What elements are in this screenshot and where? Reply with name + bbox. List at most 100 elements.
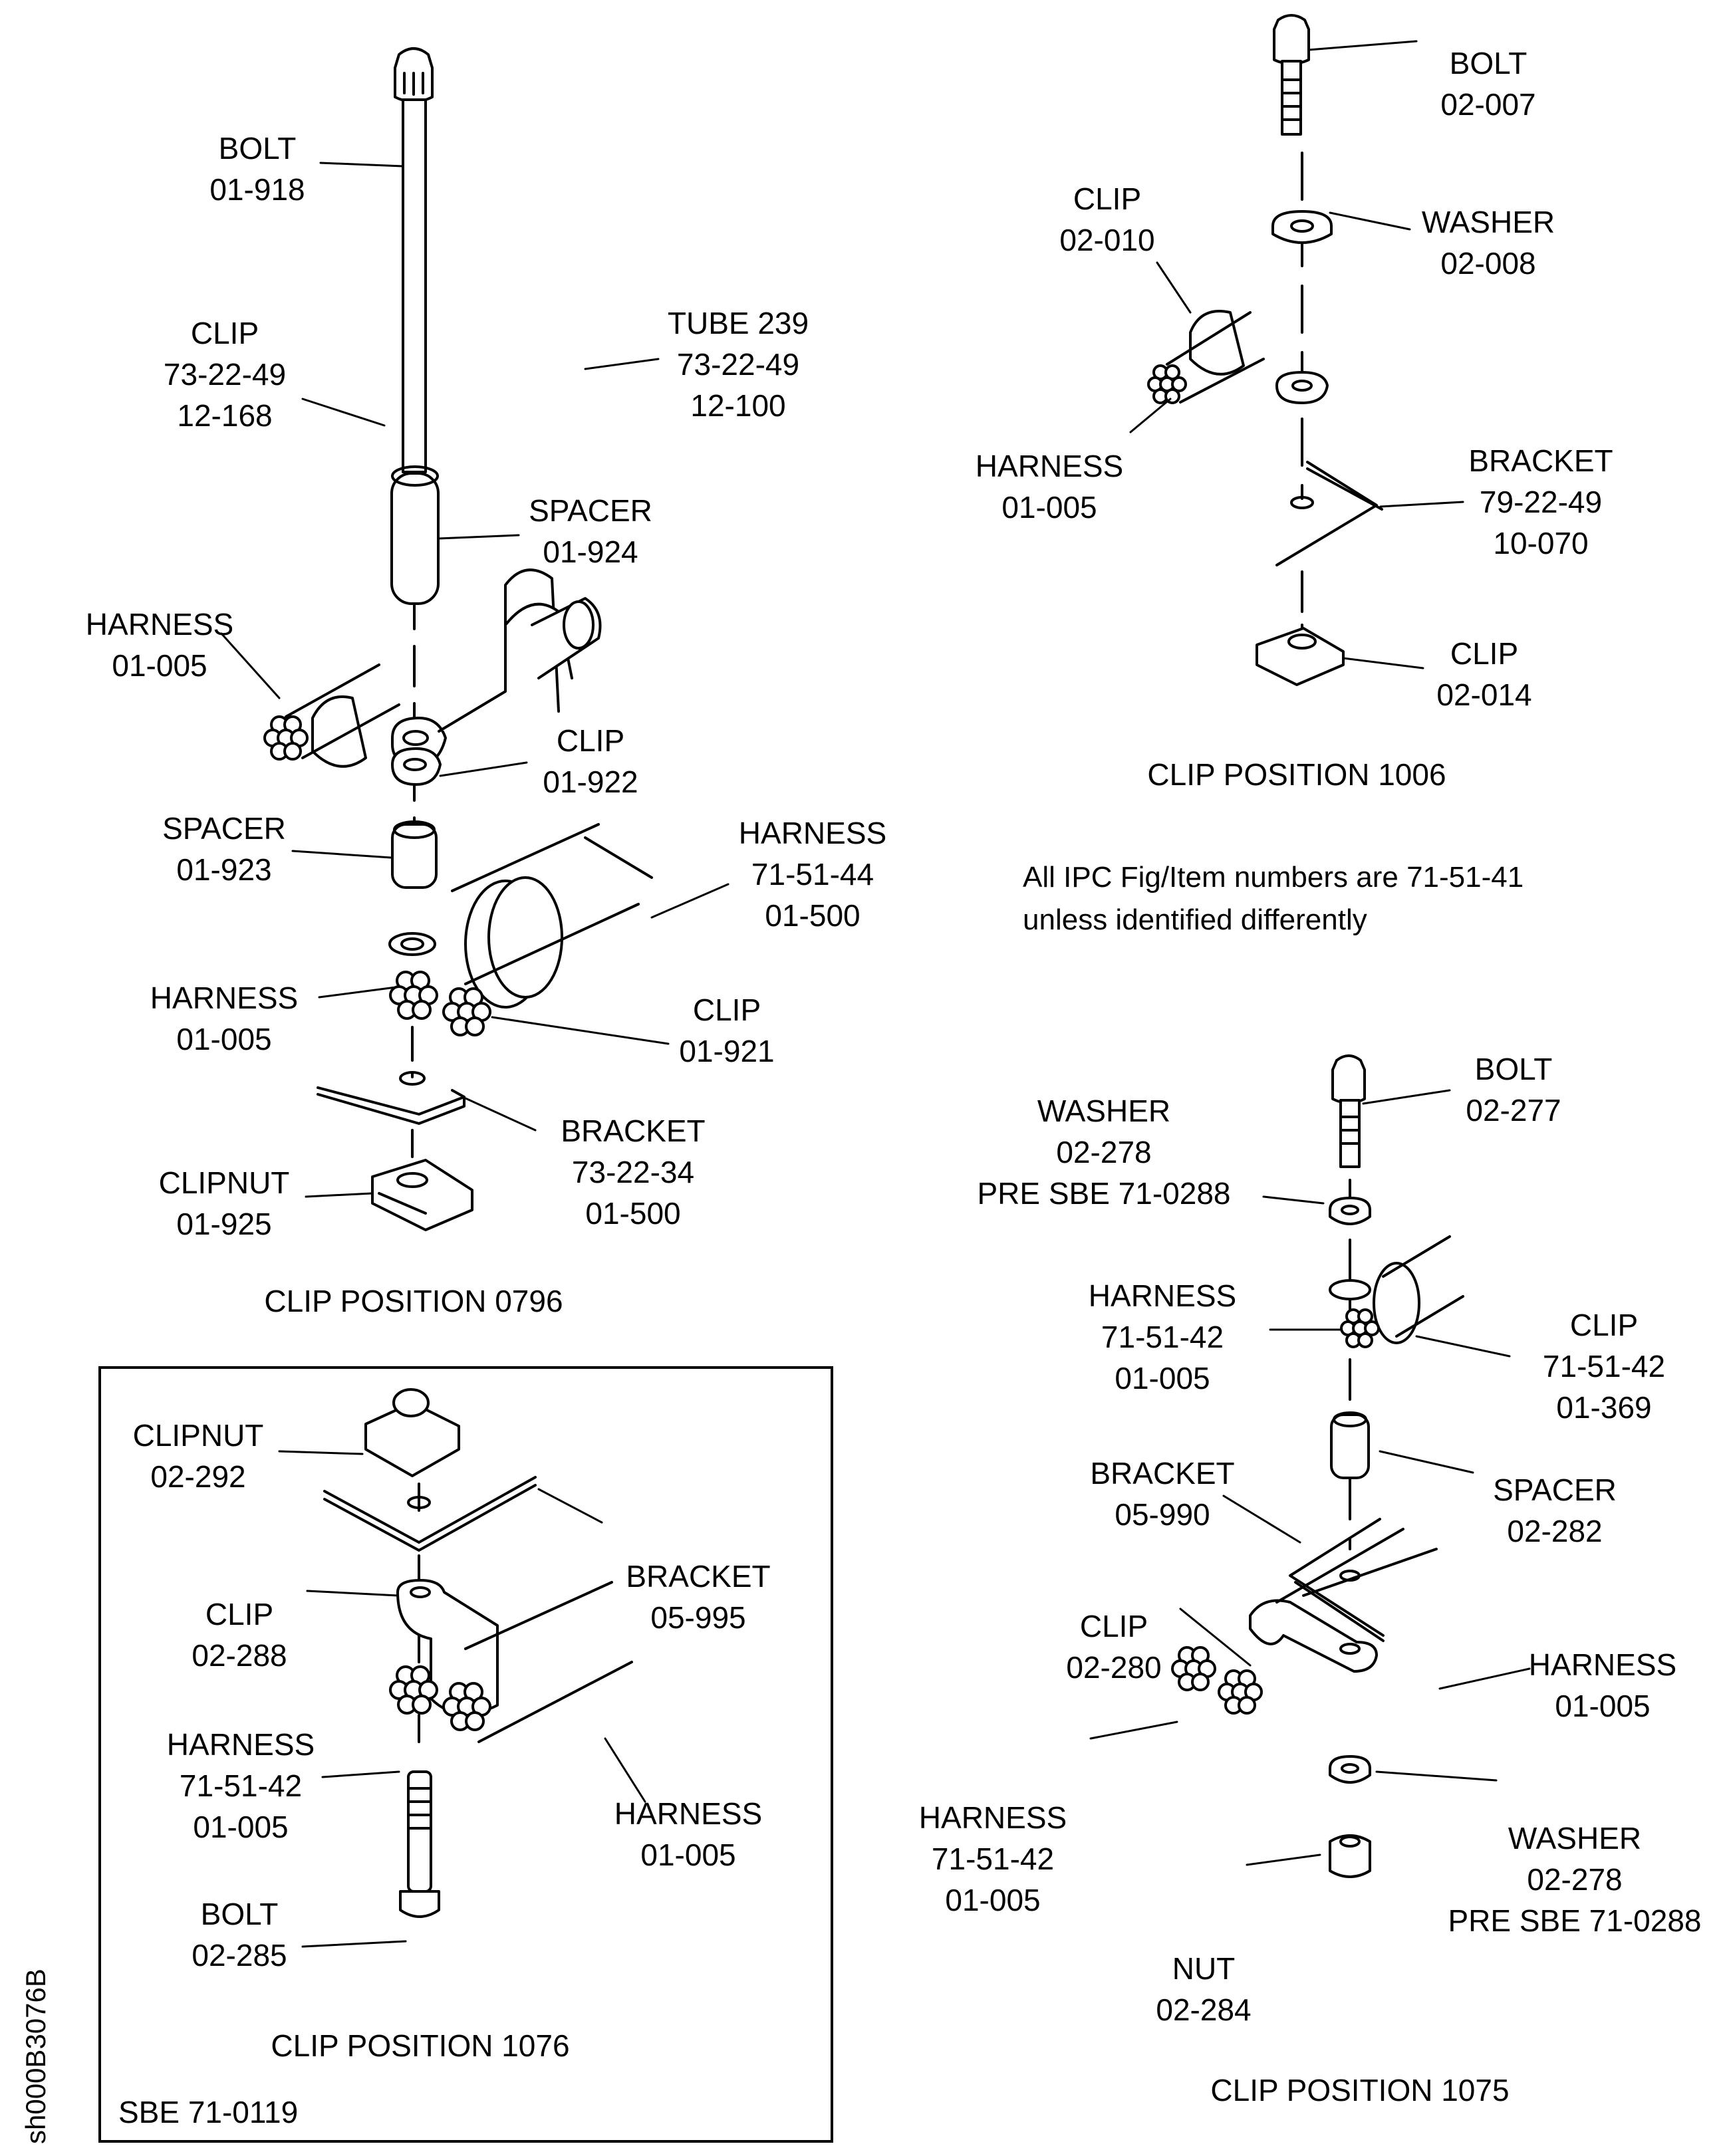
part-ref: 01-500: [585, 1196, 681, 1231]
part-name: BRACKET: [561, 1114, 706, 1148]
bolt-02-007-drawing: [1273, 14, 1310, 136]
nut-02-284-drawing: [1329, 1834, 1371, 1878]
part-name: HARNESS: [738, 816, 887, 850]
bolt-02-277-drawing: [1331, 1054, 1366, 1168]
part-label-clip-01-369: CLIP 71-51-42 01-369: [1543, 1304, 1665, 1428]
part-label-clipnut-02-292: CLIPNUT 02-292: [133, 1415, 264, 1497]
part-name: CLIP: [1450, 636, 1519, 671]
part-label-bolt-02-007: BOLT 02-007: [1440, 43, 1535, 125]
part-ref: 02-014: [1436, 677, 1532, 712]
part-ref: 01-918: [209, 172, 305, 207]
part-name: WASHER: [1037, 1094, 1171, 1128]
part-name: HARNESS: [975, 449, 1124, 483]
part-ref: 71-51-42: [931, 1842, 1055, 1876]
part-ref: PRE SBE 71-0288: [1448, 1903, 1702, 1938]
assembly-0796: [263, 47, 653, 1231]
bracket-79-22-49-drawing: [1275, 461, 1383, 566]
part-ref: 12-168: [177, 398, 273, 433]
part-ref: 01-005: [1115, 1361, 1210, 1395]
caption-clip-position-1076: CLIP POSITION 1076: [271, 2028, 570, 2063]
part-name: SPACER: [162, 811, 286, 846]
clip-02-010-drawing: [1147, 310, 1329, 404]
part-ref: 05-990: [1115, 1497, 1210, 1532]
caption-clip-position-1006: CLIP POSITION 1006: [1147, 757, 1446, 792]
bolt-01-918-drawing: [394, 47, 434, 520]
part-name: BRACKET: [1090, 1456, 1235, 1491]
part-name: CLIP: [692, 993, 761, 1027]
part-ref: 02-007: [1440, 87, 1536, 122]
part-label-harness-71-51-44: HARNESS 71-51-44 01-500: [739, 812, 886, 936]
part-label-clip-01-921: CLIP 01-921: [679, 989, 774, 1072]
part-ref: 01-005: [1001, 490, 1097, 525]
part-ref: 73-22-34: [571, 1155, 695, 1189]
clipnut-01-925-drawing: [371, 1159, 473, 1231]
part-name: BRACKET: [1468, 443, 1613, 478]
part-label-nut-02-284: NUT 02-284: [1156, 1948, 1251, 2030]
leader-lines-1076: [278, 1450, 646, 1948]
part-ref: 02-292: [150, 1459, 246, 1494]
part-name: CLIPNUT: [132, 1418, 264, 1453]
bracket-73-22-34-drawing: [317, 1071, 465, 1125]
part-ref: 05-995: [650, 1600, 746, 1635]
part-ref: 02-008: [1440, 246, 1536, 281]
spacer-01-923-drawing: [391, 820, 438, 889]
part-ref: 71-51-42: [1542, 1349, 1666, 1383]
part-label-washer-02-278-upper: WASHER 02-278 PRE SBE 71-0288: [977, 1090, 1230, 1214]
part-label-harness-01-005-1076: HARNESS 01-005: [614, 1793, 762, 1875]
part-ref: 12-100: [690, 388, 786, 423]
part-name: HARNESS: [1088, 1278, 1237, 1313]
part-ref: 71-51-44: [751, 857, 874, 892]
part-name: TUBE 239: [667, 306, 809, 340]
clip-01-921-drawing: [388, 823, 653, 1036]
part-label-harness-71-51-42-upper: HARNESS 71-51-42 01-005: [1089, 1275, 1236, 1399]
part-label-bracket-73-22-34: BRACKET 73-22-34 01-500: [561, 1110, 705, 1234]
part-name: BRACKET: [626, 1559, 771, 1594]
part-label-harness-71-51-42-lower: HARNESS 71-51-42 01-005: [919, 1797, 1067, 1921]
part-ref: 01-924: [543, 535, 638, 569]
part-label-spacer-01-923: SPACER 01-923: [162, 808, 286, 890]
part-ref: 01-005: [193, 1810, 289, 1844]
part-name: CLIP: [1073, 181, 1142, 216]
part-label-harness-01-005-1075: HARNESS 01-005: [1529, 1644, 1676, 1727]
leader-lines-0796: [220, 162, 730, 1198]
assembly-1076: [323, 1388, 633, 1918]
part-name: HARNESS: [918, 1800, 1067, 1835]
part-label-clip-02-280: CLIP 02-280: [1066, 1606, 1161, 1688]
part-ref: 02-284: [1156, 1992, 1252, 2027]
part-label-clip-02-014: CLIP 02-014: [1436, 633, 1531, 715]
part-label-harness-01-005: HARNESS 01-005: [86, 604, 233, 686]
part-label-bracket-79-22-49: BRACKET 79-22-49 10-070: [1468, 440, 1613, 564]
part-name: BOLT: [218, 131, 297, 166]
part-ref: 01-005: [945, 1883, 1041, 1917]
part-label-bolt-02-285: BOLT 02-285: [192, 1893, 287, 1976]
part-name: BOLT: [1474, 1052, 1553, 1086]
part-label-bracket-05-995: BRACKET 05-995: [626, 1556, 770, 1638]
part-ref: 02-278: [1056, 1135, 1152, 1169]
sbe-71-0119-frame: [98, 1366, 833, 2143]
part-name: WASHER: [1508, 1821, 1642, 1856]
sbe-box-label: SBE 71-0119: [118, 2095, 299, 2129]
part-label-bracket-05-990: BRACKET 05-990: [1090, 1453, 1234, 1535]
part-ref: 02-277: [1466, 1093, 1561, 1128]
part-label-clip-02-010: CLIP 02-010: [1059, 178, 1154, 261]
clip-02-014-drawing: [1256, 627, 1345, 686]
part-ref: 01-500: [765, 898, 861, 933]
part-name: CLIPNUT: [158, 1165, 290, 1200]
general-note-line-1: All IPC Fig/Item numbers are 71-51-41: [1023, 861, 1524, 894]
part-ref: 02-278: [1527, 1862, 1623, 1897]
part-ref: 79-22-49: [1479, 485, 1603, 519]
assembly-1075: [1171, 1054, 1464, 1878]
part-label-spacer-01-924: SPACER 01-924: [529, 490, 652, 572]
part-name: SPACER: [529, 493, 652, 528]
part-name: HARNESS: [150, 981, 299, 1015]
part-ref: 02-010: [1059, 223, 1155, 257]
clip-01-922-drawing: [263, 663, 442, 786]
part-ref: 01-005: [640, 1838, 736, 1872]
leader-lines-1006: [1129, 40, 1464, 669]
part-name: HARNESS: [614, 1796, 763, 1831]
part-label-tube-239: TUBE 239 73-22-49 12-100: [668, 302, 809, 426]
washer-02-278-upper-drawing: [1329, 1197, 1371, 1225]
part-name: WASHER: [1421, 205, 1555, 239]
part-label-harness-71-51-42-1076: HARNESS 71-51-42 01-005: [167, 1724, 315, 1848]
part-ref: PRE SBE 71-0288: [977, 1176, 1231, 1211]
